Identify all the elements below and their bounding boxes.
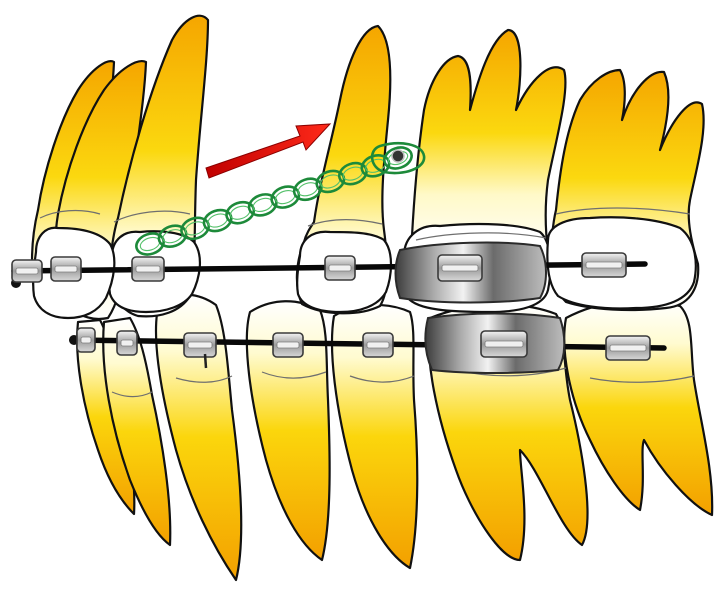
lower-bracket-5 xyxy=(363,333,393,357)
bracket-slot xyxy=(81,337,91,343)
lower-bracket-hook xyxy=(205,354,206,368)
bracket-slot xyxy=(188,342,212,348)
lower-bracket-4 xyxy=(273,333,303,357)
bracket-slot xyxy=(442,265,478,271)
bracket-slot xyxy=(485,341,523,347)
upper-bracket-1 xyxy=(12,260,42,282)
lower-bracket-3 xyxy=(184,333,216,357)
upper-bracket-5 xyxy=(438,255,482,281)
bracket-slot xyxy=(136,266,160,272)
bracket-slot xyxy=(121,340,133,346)
bracket-slot xyxy=(367,342,389,348)
upper-bracket-2 xyxy=(51,257,81,281)
lower-bracket-7 xyxy=(606,336,650,360)
bracket-slot xyxy=(55,266,77,272)
bracket-slot xyxy=(610,345,646,351)
bracket-slot xyxy=(277,342,299,348)
bracket-slot xyxy=(16,268,38,274)
lower-bracket-2 xyxy=(117,331,137,355)
upper-bracket-6 xyxy=(582,253,626,277)
lower-bracket-1 xyxy=(77,328,95,352)
lower-bracket-6 xyxy=(481,331,527,357)
chain-attachment-button xyxy=(392,150,404,162)
upper-bracket-3 xyxy=(132,257,164,281)
bracket-slot xyxy=(586,262,622,268)
bracket-slot xyxy=(329,265,351,271)
upper-bracket-4 xyxy=(325,256,355,280)
